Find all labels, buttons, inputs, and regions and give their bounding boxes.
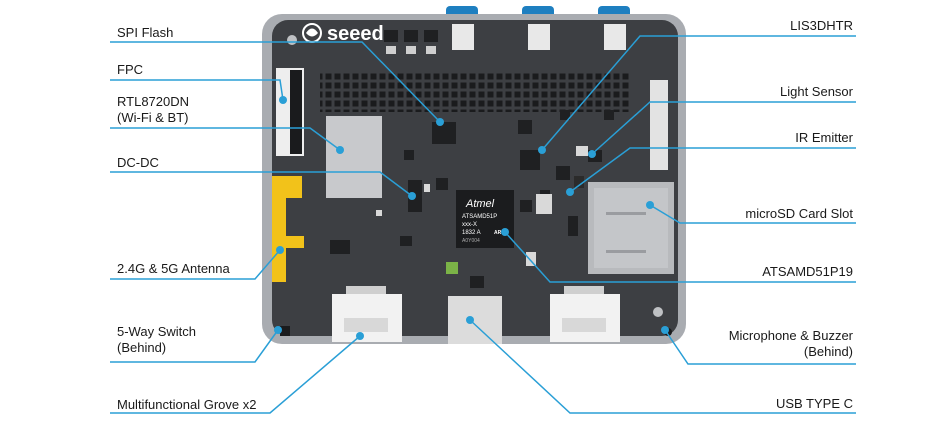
- label-atsamd51: ATSAMD51P19: [762, 264, 853, 279]
- light-components: [376, 146, 588, 266]
- ir-emitter-part: [574, 176, 584, 188]
- label-rtl8720dn: RTL8720DN (Wi-Fi & BT): [117, 94, 189, 126]
- chip-line4: A0Y004: [462, 238, 480, 244]
- chip-brand: Atmel: [465, 198, 495, 210]
- green-component: [446, 262, 458, 274]
- label-usb-c: USB TYPE C: [775, 396, 853, 411]
- rtl8720dn-module: [326, 116, 382, 198]
- atsamd51-chip: Atmel ATSAMD51P xxx-X 1832 A ARM A0Y004: [456, 190, 514, 248]
- label-dcdc: DC-DC: [117, 155, 159, 170]
- label-microsd: microSD Card Slot: [745, 206, 853, 221]
- label-fpc: FPC: [117, 62, 143, 77]
- tactile-switches: [452, 24, 626, 50]
- mounting-hole: [653, 307, 663, 317]
- grove-connector-left: [332, 286, 402, 342]
- chip-arm: ARM: [494, 230, 505, 236]
- label-spi-flash: SPI Flash: [117, 25, 174, 40]
- label-mic-buzzer-line1: Microphone & Buzzer: [728, 328, 853, 343]
- label-mic-buzzer-line2: (Behind): [803, 344, 853, 359]
- callout-lines: [110, 35, 856, 414]
- label-light-sensor: Light Sensor: [780, 84, 853, 99]
- label-ir-emitter: IR Emitter: [795, 130, 853, 145]
- usb-type-c-port: [448, 296, 502, 344]
- chip-line3: 1832 A: [462, 230, 481, 236]
- label-rtl8720dn-line2: (Wi-Fi & BT): [117, 110, 189, 125]
- five-way-switch: [280, 326, 290, 336]
- brand-text: seeed: [327, 23, 384, 45]
- label-5way-switch-line2: (Behind): [117, 340, 167, 355]
- label-mic-buzzer: Microphone & Buzzer (Behind): [729, 328, 853, 360]
- label-antenna: 2.4G & 5G Antenna: [117, 261, 230, 276]
- chip-suffix: xxx-X: [462, 222, 477, 228]
- label-5way-switch-line1: 5-Way Switch: [117, 324, 196, 339]
- mounting-hole: [287, 35, 297, 45]
- label-grove: Multifunctional Grove x2: [117, 397, 257, 412]
- side-connector: [650, 80, 668, 170]
- label-5way-switch: 5-Way Switch (Behind): [117, 324, 196, 356]
- seeed-logo: seeed: [302, 23, 384, 45]
- label-rtl8720dn-line1: RTL8720DN: [117, 94, 190, 109]
- chip-model: ATSAMD51P: [462, 214, 497, 220]
- callout-dots: [274, 96, 669, 340]
- grove-connector-right: [550, 286, 620, 342]
- label-lis3dhtr: LIS3DHTR: [790, 18, 853, 33]
- top-components: [384, 30, 438, 54]
- microsd-slot: [588, 182, 674, 274]
- pin-header: [320, 72, 630, 112]
